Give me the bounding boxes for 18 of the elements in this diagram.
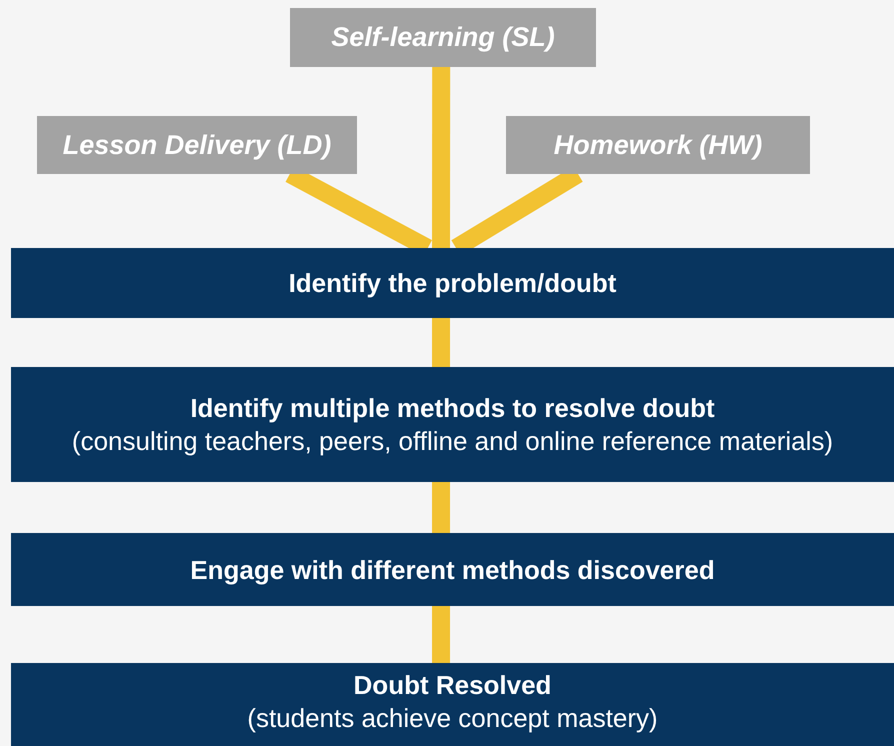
source-box (37, 116, 357, 174)
source-box (290, 8, 596, 67)
node-title: Identify the problem/doubt (288, 267, 616, 299)
process-box (11, 367, 894, 482)
node-title: Identify multiple methods to resolve doubt (190, 392, 715, 424)
process-box (11, 663, 894, 746)
source-box (506, 116, 810, 174)
node-title: Homework (HW) (554, 130, 762, 160)
node-description: (consulting teachers, peers, offline and online reference materials) (72, 424, 834, 458)
node-title: Self-learning (SL) (331, 22, 555, 53)
node-description: (students achieve concept mastery) (247, 702, 658, 735)
node-title: Doubt Resolved (354, 669, 552, 701)
node-title: Lesson Delivery (LD) (62, 130, 332, 160)
process-box (11, 533, 894, 606)
process-box (11, 248, 894, 318)
node-title: Engage with different methods discovered (190, 554, 715, 586)
connector-arrow (432, 66, 450, 248)
connector-arrow (432, 606, 450, 663)
